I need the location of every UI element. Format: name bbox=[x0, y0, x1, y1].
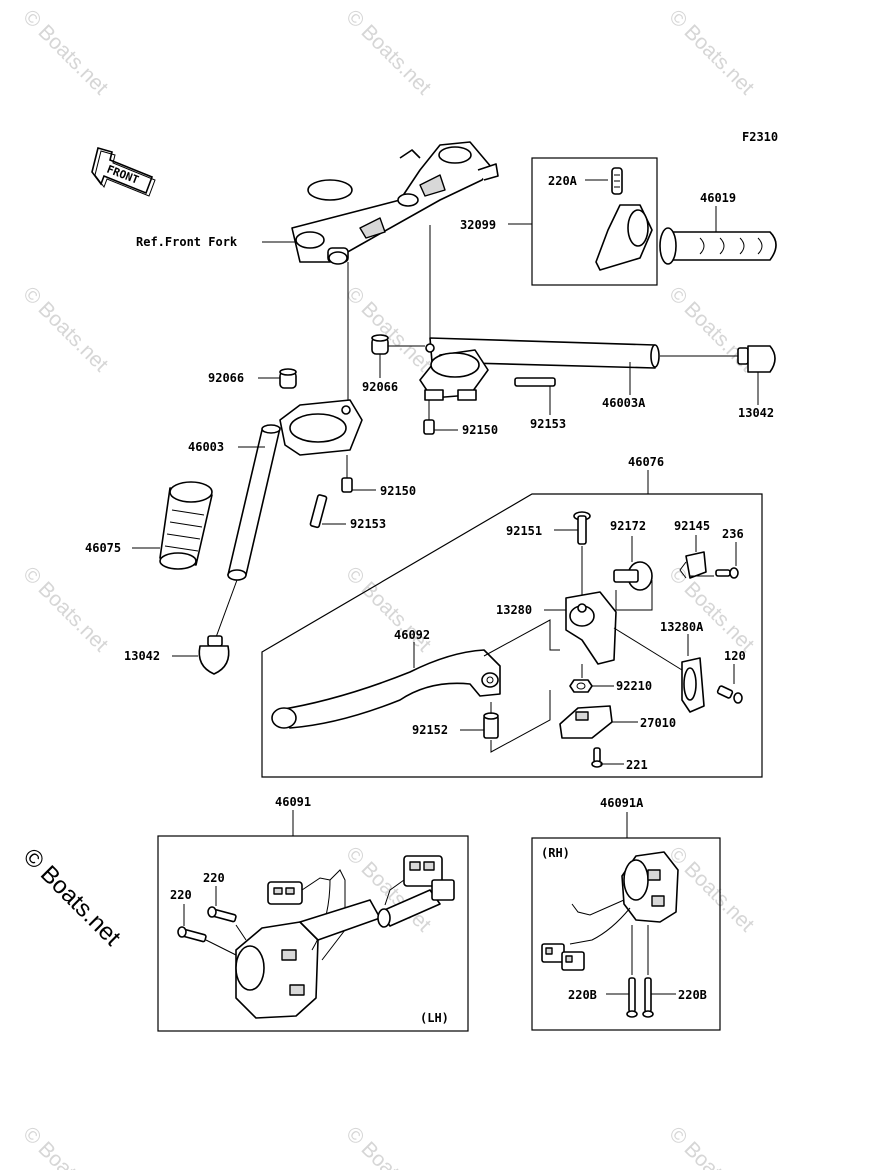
label-46003A: 46003A bbox=[602, 396, 646, 410]
label-46019: 46019 bbox=[700, 191, 736, 205]
screw-236 bbox=[715, 567, 739, 579]
diagram-code: F2310 bbox=[742, 130, 778, 144]
watermark: © Boats.net bbox=[18, 282, 112, 376]
label-120: 120 bbox=[724, 649, 746, 663]
spring-92145 bbox=[679, 551, 707, 579]
label-220B-left: 220B bbox=[568, 988, 597, 1002]
label-27010: 27010 bbox=[640, 716, 676, 730]
label-92153-left: 92153 bbox=[350, 517, 386, 531]
bolt-92150-upper bbox=[423, 400, 435, 435]
label-220B-right: 220B bbox=[678, 988, 707, 1002]
label-220A: 220A bbox=[548, 174, 578, 188]
bar-end-13042-right bbox=[737, 345, 776, 373]
copyright-text: © Boats.net bbox=[18, 843, 126, 951]
right-switch-box bbox=[531, 837, 721, 1031]
guide-line bbox=[214, 579, 238, 641]
label-46092: 46092 bbox=[394, 628, 430, 642]
label-13042-left: 13042 bbox=[124, 649, 160, 663]
label-13042-right: 13042 bbox=[738, 406, 774, 420]
left-handlebar-drawing bbox=[227, 399, 363, 581]
right-handlebar-drawing bbox=[419, 337, 660, 401]
right-grip-drawing bbox=[659, 227, 777, 265]
label-32099: 32099 bbox=[460, 218, 496, 232]
guide-line bbox=[613, 627, 683, 671]
nut-92210 bbox=[569, 679, 593, 693]
watermark: © Boats.net bbox=[664, 5, 758, 99]
clutch-lever-46092 bbox=[271, 649, 501, 729]
label-46075: 46075 bbox=[85, 541, 121, 555]
label-92210: 92210 bbox=[616, 679, 652, 693]
watermark: © Boats.net bbox=[18, 562, 112, 656]
label-92153-right: 92153 bbox=[530, 417, 566, 431]
label-92066-right: 92066 bbox=[362, 380, 398, 394]
watermark: © Boats.net bbox=[341, 562, 435, 656]
adjuster-92172 bbox=[613, 561, 653, 591]
label-236: 236 bbox=[722, 527, 744, 541]
label-46003: 46003 bbox=[188, 440, 224, 454]
label-ref-front-fork: Ref.Front Fork bbox=[136, 235, 238, 249]
right-switch-housing-drawing bbox=[541, 851, 679, 971]
label-92172: 92172 bbox=[610, 519, 646, 533]
label-92152: 92152 bbox=[412, 723, 448, 737]
bolt-92066-left bbox=[279, 368, 297, 389]
label-rh: (RH) bbox=[541, 846, 570, 860]
label-92150-lower: 92150 bbox=[380, 484, 416, 498]
bar-end-13042-left bbox=[198, 635, 230, 675]
bolt-92150-lower bbox=[341, 455, 353, 493]
screw-221 bbox=[591, 747, 603, 768]
bushing-92152 bbox=[483, 712, 499, 739]
label-13280: 13280 bbox=[496, 603, 532, 617]
bolt-92151 bbox=[573, 511, 591, 545]
guide-line bbox=[483, 619, 560, 657]
left-switch-housing-drawing bbox=[235, 869, 441, 1019]
label-92150-upper: 92150 bbox=[462, 423, 498, 437]
guide-line bbox=[490, 690, 551, 753]
watermark: © Boats.net bbox=[18, 5, 112, 99]
watermark: © Boats.net bbox=[18, 1122, 112, 1170]
left-switch-box bbox=[157, 835, 469, 1032]
bolt-120 bbox=[716, 685, 743, 704]
throttle-assembly-drawing bbox=[595, 167, 653, 271]
bolt-92153-left bbox=[309, 494, 328, 529]
label-46091: 46091 bbox=[275, 795, 311, 809]
label-92151: 92151 bbox=[506, 524, 542, 538]
triple-clamp-drawing bbox=[291, 141, 499, 265]
screws-220B bbox=[626, 977, 654, 1018]
connector-drawing bbox=[267, 855, 455, 906]
watermark: © Boats.net bbox=[341, 5, 435, 99]
clamp-13280A bbox=[681, 657, 705, 713]
watermark: © Boats.net bbox=[341, 282, 435, 376]
label-46091A: 46091A bbox=[600, 796, 644, 810]
front-arrow-icon: FRONT bbox=[91, 147, 156, 197]
label-92066-left: 92066 bbox=[208, 371, 244, 385]
lever-holder-13280 bbox=[565, 591, 617, 665]
guide-line bbox=[205, 924, 247, 956]
label-220-b: 220 bbox=[170, 888, 192, 902]
guide-line bbox=[615, 580, 653, 611]
screw-220-a bbox=[207, 906, 237, 923]
lever-assembly-box bbox=[261, 493, 763, 778]
bolt-92066-right bbox=[371, 334, 389, 355]
throttle-assembly-box bbox=[531, 157, 658, 286]
screw-220-b bbox=[177, 926, 207, 943]
left-grip-drawing bbox=[159, 481, 213, 570]
label-13280A: 13280A bbox=[660, 620, 704, 634]
switch-27010 bbox=[559, 705, 613, 739]
label-220-a: 220 bbox=[203, 871, 225, 885]
watermark: © Boats.net bbox=[664, 842, 758, 936]
label-221: 221 bbox=[626, 758, 648, 772]
label-lh: (LH) bbox=[420, 1011, 449, 1025]
label-46076: 46076 bbox=[628, 455, 664, 469]
watermark: © Boats.net bbox=[341, 1122, 435, 1170]
watermark: © Boats.net bbox=[664, 1122, 758, 1170]
label-92145: 92145 bbox=[674, 519, 710, 533]
